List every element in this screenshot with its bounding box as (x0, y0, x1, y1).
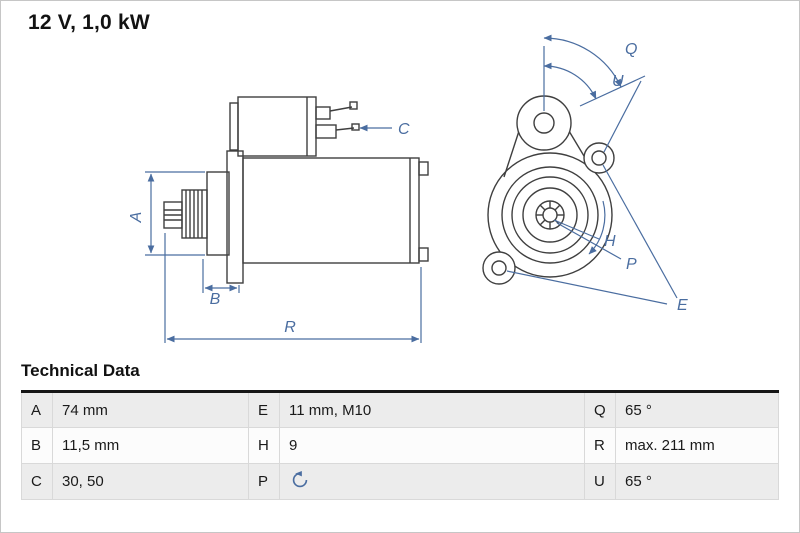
spec-value-u: 65 ° (615, 463, 779, 500)
dim-label-p: P (626, 256, 637, 273)
spec-value-e: 11 mm, M10 (279, 391, 585, 428)
table-row: B 11,5 mm H 9 R max. 211 mm (21, 427, 779, 464)
spec-key-q: Q (584, 391, 616, 428)
table-row: A 74 mm E 11 mm, M10 Q 65 ° (21, 391, 779, 428)
spec-key-a: A (21, 391, 53, 428)
spec-key-c: C (21, 463, 53, 500)
mounting-hole-top (533, 112, 555, 134)
dim-label-c: C (398, 121, 410, 138)
dim-label-u: U (612, 73, 624, 90)
solenoid (229, 96, 360, 157)
dim-label-a: A (128, 212, 145, 224)
mounting-hole-right (591, 150, 607, 166)
side-view-dimensions (145, 124, 422, 343)
drive-end-housing (206, 171, 230, 256)
dim-label-q: Q (625, 41, 637, 58)
side-view-drawing (163, 96, 429, 284)
spec-key-e: E (248, 391, 280, 428)
dim-label-h: H (604, 233, 616, 250)
front-view-drawing (482, 95, 615, 285)
spec-value-r: max. 211 mm (615, 427, 779, 464)
dim-label-r: R (284, 319, 296, 336)
spec-key-u: U (584, 463, 616, 500)
dim-label-e: E (677, 297, 688, 314)
technical-data-section: Technical Data A 74 mm E 11 mm, M10 Q 65… (21, 361, 779, 500)
product-title: 12 V, 1,0 kW (28, 11, 150, 34)
counterclockwise-rotation-icon (289, 469, 311, 495)
spec-key-r: R (584, 427, 616, 464)
spec-key-p: P (248, 463, 280, 500)
starter-motor-technical-drawing: A B R C (128, 34, 688, 343)
spec-value-b: 11,5 mm (52, 427, 249, 464)
spec-value-h: 9 (279, 427, 585, 464)
spec-value-c: 30, 50 (52, 463, 249, 500)
spec-value-q: 65 ° (615, 391, 779, 428)
technical-data-table: A 74 mm E 11 mm, M10 Q 65 ° B 11,5 mm H … (21, 390, 779, 500)
spec-value-a: 74 mm (52, 391, 249, 428)
dim-label-b: B (210, 291, 221, 308)
mounting-hole-bottom-left (491, 260, 507, 276)
technical-data-heading: Technical Data (21, 361, 140, 380)
motor-body (242, 157, 429, 264)
drive-shaft (163, 201, 183, 229)
spec-key-h: H (248, 427, 280, 464)
spec-value-p (279, 463, 585, 500)
front-view-dimensions (506, 34, 678, 305)
pinion-front (535, 200, 565, 230)
spec-key-b: B (21, 427, 53, 464)
table-row: C 30, 50 P U 65 ° (21, 463, 779, 500)
pinion-gear (181, 189, 208, 239)
